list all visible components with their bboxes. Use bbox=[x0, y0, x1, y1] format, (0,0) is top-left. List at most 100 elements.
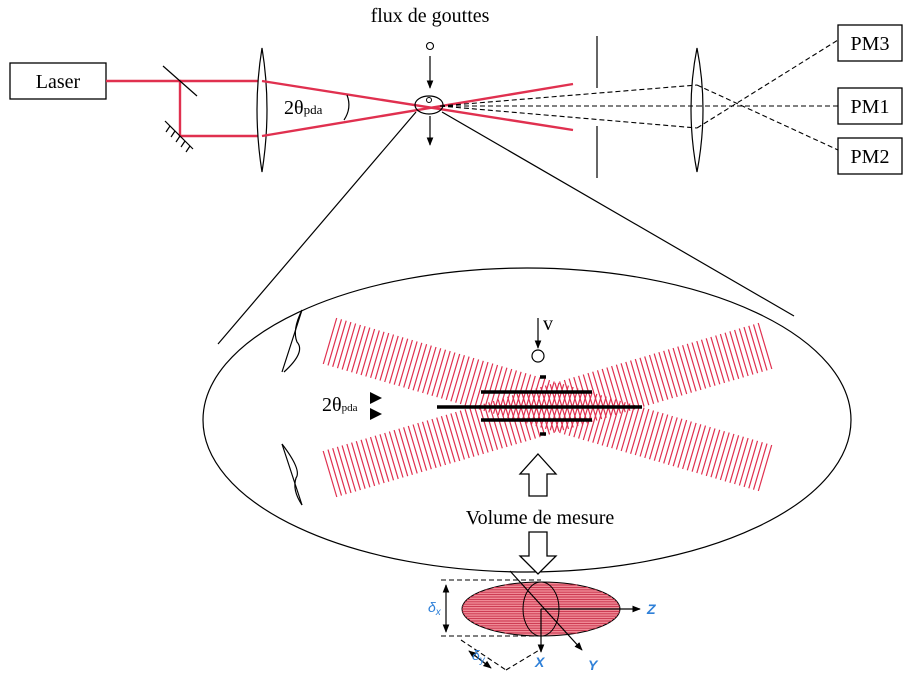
beam-two-fringe-line bbox=[341, 445, 357, 492]
beam-two-fringe-line bbox=[630, 360, 645, 407]
collecting-lens bbox=[690, 47, 704, 173]
measurement-volume-label: Volume de mesure bbox=[466, 507, 615, 529]
beam-one-fringe-line bbox=[653, 414, 669, 461]
beam-one-fringe-line bbox=[738, 439, 754, 486]
angle-symbol-zoom: 2θ bbox=[322, 394, 342, 416]
beam-two-fringe-line bbox=[327, 449, 343, 496]
beam-two-fringe-line bbox=[407, 425, 423, 473]
angle-symbol: 2θ bbox=[284, 97, 304, 119]
dimension-delta-y: δy bbox=[460, 639, 542, 671]
beam-two-fringe-line bbox=[478, 404, 494, 452]
beam-two-fringe-line bbox=[682, 345, 697, 392]
laser-label: Laser bbox=[36, 71, 81, 93]
beam-two-fringe-line bbox=[346, 443, 361, 491]
beam-two-fringe-line bbox=[700, 339, 716, 386]
beam-two-fringe-line bbox=[455, 411, 470, 459]
delta-x-subscript: x bbox=[435, 607, 442, 618]
beam-two-fringe-line bbox=[530, 389, 546, 436]
beam-one-fringe-line bbox=[625, 406, 640, 453]
beam-two-fringe-line bbox=[521, 392, 536, 439]
beam-two-fringe-line bbox=[573, 377, 588, 424]
beam-two-fringe-line bbox=[403, 427, 418, 474]
beam-two-fringe-line bbox=[473, 406, 489, 453]
beam-two-fringe-line bbox=[743, 326, 759, 374]
beam-two-fringe-line bbox=[535, 388, 551, 435]
beam-one-fringe-line bbox=[422, 346, 437, 394]
beam-one-fringe-line bbox=[341, 323, 357, 370]
beam-two-fringe-line bbox=[336, 446, 352, 494]
beam-two-fringe-line bbox=[748, 325, 763, 372]
beam-one-fringe-line bbox=[672, 419, 688, 467]
delta-x-symbol: δ bbox=[428, 599, 436, 615]
beam-two-fringe-line bbox=[540, 386, 555, 434]
beam-one-fringe-line bbox=[322, 317, 338, 365]
beam-one-fringe-line bbox=[677, 421, 692, 468]
beam-one-fringe-line bbox=[417, 345, 432, 392]
beam-one-fringe-line bbox=[748, 442, 763, 489]
beam-one-fringe-line bbox=[696, 426, 711, 474]
beam-one-fringe-line bbox=[436, 350, 451, 398]
pm2-box: PM2 bbox=[837, 137, 903, 175]
beam-two-fringe-line bbox=[384, 432, 399, 480]
beam-two-fringe-line bbox=[677, 346, 692, 393]
beam-one-fringe-line bbox=[469, 360, 484, 407]
beam-two-fringe-line bbox=[516, 393, 532, 441]
beam-one-fringe-line bbox=[370, 331, 385, 378]
beam-one-fringe-line bbox=[729, 436, 744, 483]
beam-two-fringe-line bbox=[440, 416, 456, 463]
axis-y-label: Y bbox=[588, 657, 599, 673]
beam-one-fringe-line bbox=[634, 408, 650, 456]
beam-one-fringe-line bbox=[663, 417, 678, 464]
beam-two-fringe-line bbox=[351, 442, 366, 489]
axis-z-label: Z bbox=[646, 601, 656, 617]
beam-one-fringe-line bbox=[734, 437, 749, 485]
beam-two-fringe-line bbox=[360, 439, 376, 487]
beam-two-fringe-line bbox=[719, 333, 735, 381]
beam-one-fringe-line bbox=[393, 338, 409, 385]
beam-two-fringe-line bbox=[488, 402, 503, 449]
focusing-lens bbox=[256, 47, 268, 173]
beam-one-fringe-line bbox=[488, 366, 503, 413]
beam-one-fringe-line bbox=[483, 364, 499, 412]
beam-two-fringe-line bbox=[625, 361, 640, 409]
delta-y-symbol: δ bbox=[472, 647, 480, 663]
laser-beams bbox=[106, 79, 258, 138]
angle-subscript: pda bbox=[304, 102, 323, 117]
beam-one-fringe-line bbox=[478, 363, 494, 410]
beam-two-fringe-line bbox=[431, 418, 447, 466]
beam-two-fringe-line bbox=[464, 409, 480, 456]
beam-two-fringe-line bbox=[322, 450, 338, 498]
beam-angle-label-zoom: 2θpda bbox=[322, 392, 382, 420]
beam-two-fringe-line bbox=[644, 356, 659, 403]
beam-one-fringe-line bbox=[360, 328, 376, 376]
beam-two-fringe-line bbox=[615, 364, 631, 411]
beam-two-fringe-line bbox=[445, 414, 461, 462]
pm1-label: PM1 bbox=[851, 96, 890, 118]
beam-one-fringe-line bbox=[355, 327, 371, 374]
beam-one-fringe-line bbox=[752, 443, 768, 490]
beam-two-fringe-line bbox=[421, 421, 437, 468]
beam-two-fringe-line bbox=[332, 448, 347, 495]
svg-text:2θpda: 2θpda bbox=[322, 394, 358, 416]
pm3-box: PM3 bbox=[837, 24, 903, 62]
beam-one-fringe-line bbox=[715, 432, 730, 479]
beam-two-fringe-line bbox=[705, 338, 721, 385]
beam-one-fringe-line bbox=[667, 418, 683, 465]
beam-two-fringe-line bbox=[611, 365, 626, 413]
beam-two-fringe-line bbox=[696, 340, 711, 388]
beam-two-fringe-line bbox=[578, 375, 593, 423]
laser-box: Laser bbox=[9, 62, 107, 100]
beam-one-fringe-line bbox=[455, 356, 470, 403]
velocity-label: v bbox=[543, 313, 553, 335]
beam-two-fringe-line bbox=[568, 378, 584, 425]
beam-two-fringe-line bbox=[653, 353, 669, 400]
angle-subscript-zoom: pda bbox=[342, 402, 358, 414]
svg-text:2θpda: 2θpda bbox=[284, 97, 323, 119]
beam-one-fringe-line bbox=[507, 371, 522, 419]
beam-two-fringe-line bbox=[648, 354, 664, 402]
beam-two-fringe-line bbox=[365, 438, 380, 485]
gaussian-profile-upper bbox=[281, 309, 303, 373]
dimension-delta-x: δx bbox=[428, 579, 541, 637]
pm1-box: PM1 bbox=[837, 87, 903, 125]
beam-one-fringe-line bbox=[336, 321, 352, 369]
